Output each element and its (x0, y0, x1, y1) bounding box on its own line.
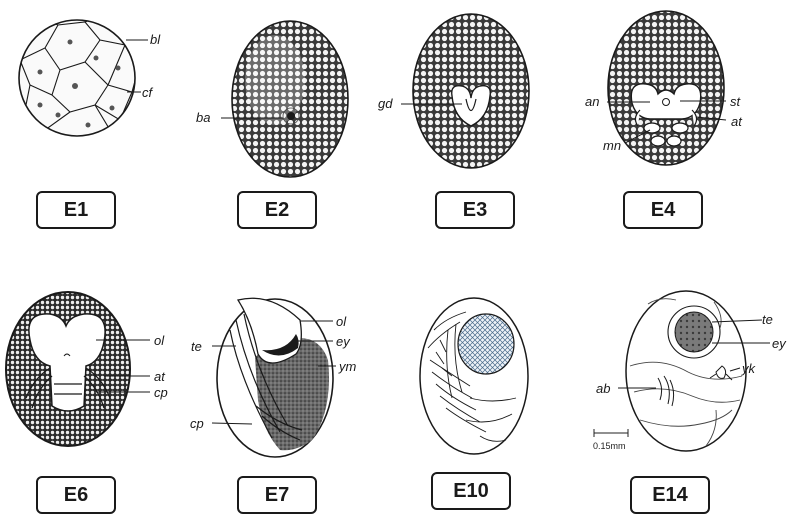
stage-label-E7: E7 (237, 476, 317, 514)
annotation-ab: ab (596, 381, 610, 396)
stage-label-E1: E1 (36, 191, 116, 229)
annotation-cf: cf (142, 85, 154, 100)
embryo-E3: gd (378, 14, 529, 168)
annotation-te: te (191, 339, 202, 354)
annotation-ey-e14: ey (772, 336, 787, 351)
annotation-cp: cp (154, 385, 168, 400)
embryo-E2: ba (196, 21, 348, 177)
annotation-st: st (730, 94, 742, 109)
annotation-an: an (585, 94, 599, 109)
embryo-E1: bl cf (19, 18, 161, 136)
annotation-at: at (731, 114, 743, 129)
embryo-E4: an st at mn (585, 11, 743, 165)
stage-label-E4: E4 (623, 191, 703, 229)
scale-bar: 0.15mm (593, 429, 628, 451)
embryo-E6: ol at cp (6, 292, 168, 446)
annotation-ol: ol (154, 333, 165, 348)
annotation-gd: gd (378, 96, 393, 111)
stage-label-E2: E2 (237, 191, 317, 229)
annotation-te-e14: te (762, 312, 773, 327)
annotation-ey: ey (336, 334, 351, 349)
scale-bar-label: 0.15mm (593, 441, 626, 451)
annotation-at-e6: at (154, 369, 166, 384)
embryo-E7: ol te ey ym cp (190, 298, 357, 457)
annotation-yk: yk (741, 361, 757, 376)
annotation-bl: bl (150, 32, 161, 47)
annotation-mn: mn (603, 138, 621, 153)
embryo-E10 (420, 298, 528, 454)
annotation-ba: ba (196, 110, 210, 125)
stage-label-E10: E10 (431, 472, 511, 510)
embryo-E14: te ey yk ab (596, 291, 787, 451)
annotation-ym: ym (338, 359, 357, 374)
annotation-ol-e7: ol (336, 314, 347, 329)
stage-label-E6: E6 (36, 476, 116, 514)
annotation-cp-e7: cp (190, 416, 204, 431)
stage-label-E14: E14 (630, 476, 710, 514)
stage-label-E3: E3 (435, 191, 515, 229)
